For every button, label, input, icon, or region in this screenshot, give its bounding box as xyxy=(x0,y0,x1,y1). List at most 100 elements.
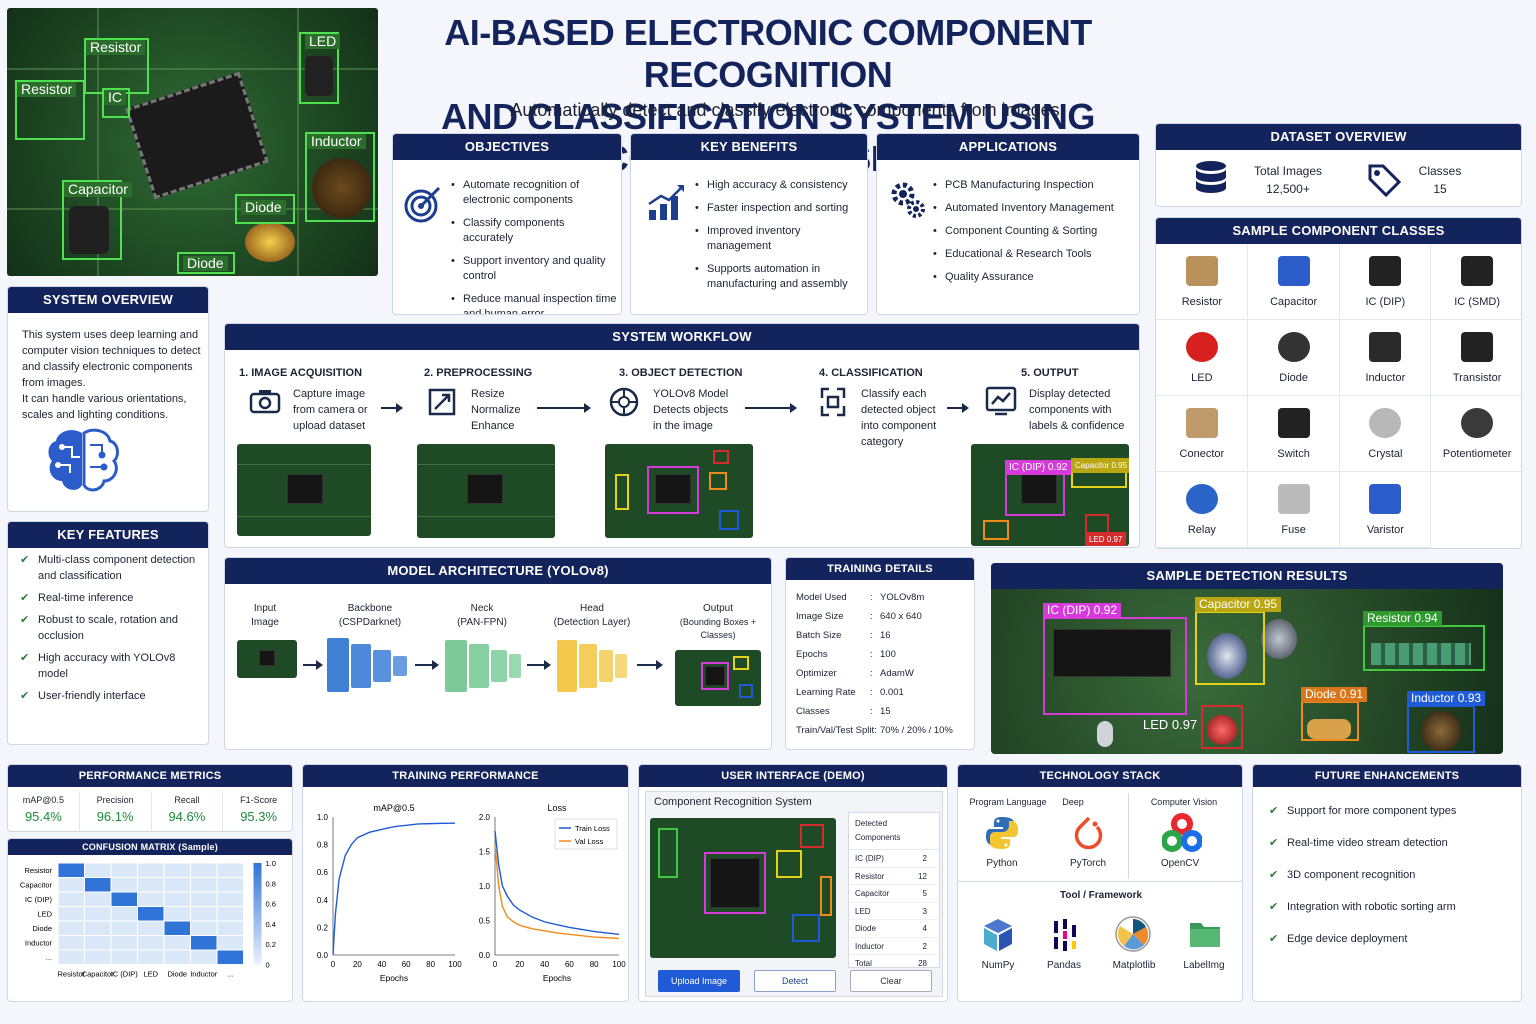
cm-scale-label: 1.0 xyxy=(266,859,276,868)
x-axis-label: Epochs xyxy=(380,973,408,983)
benefits-header: KEY BENEFITS xyxy=(631,134,867,160)
training-detail-sep: : xyxy=(870,687,873,698)
sample-class-label: Fuse xyxy=(1281,524,1306,536)
arch-stage-head: Head(Detection Layer) xyxy=(553,603,631,628)
workflow-step-1-title: 1. IMAGE ACQUISITION xyxy=(239,367,363,379)
detected-component-count: 3 xyxy=(922,906,927,916)
sample-class-label: Varistor xyxy=(1366,524,1404,536)
arch-arrow-1 xyxy=(303,660,323,670)
metric-value: 94.6% xyxy=(168,809,206,824)
list-item: Quality Assurance xyxy=(933,270,1137,285)
arch-stage-backbone: Backbone(CSPDarknet) xyxy=(338,603,402,628)
detect-box-diode: Diode 0.91 xyxy=(1301,687,1368,741)
tech-labelimg-label: LabelImg xyxy=(1183,960,1225,971)
component-varistor-icon xyxy=(1369,484,1402,514)
cm-cell xyxy=(84,891,112,907)
cm-cell xyxy=(110,906,138,922)
x-tick-label: 0 xyxy=(493,960,498,969)
chart-title: mAP@0.5 xyxy=(373,803,414,813)
sample-class-label: Inductor xyxy=(1365,372,1406,384)
workflow-image-1 xyxy=(237,444,371,536)
x-tick-label: 40 xyxy=(540,960,549,969)
clear-button[interactable]: Clear xyxy=(850,970,932,992)
arch-arrow-3 xyxy=(527,660,551,670)
applications-header: APPLICATIONS xyxy=(877,134,1139,160)
cm-cell xyxy=(137,906,165,922)
list-item: User-friendly interface xyxy=(18,688,206,704)
y-tick-label: 0.0 xyxy=(317,951,329,960)
workflow-step-1-desc: Capture image from camera or upload data… xyxy=(293,388,368,432)
series-line xyxy=(494,844,620,940)
cm-cell xyxy=(190,949,218,965)
sample-class-label: IC (DIP) xyxy=(1365,296,1406,308)
classify-icon xyxy=(820,387,846,417)
cm-col-label: Capacitor xyxy=(82,970,115,979)
sample-class-label: IC (SMD) xyxy=(1454,296,1501,308)
cm-cell xyxy=(137,862,165,878)
training-detail-value: 70% / 20% / 10% xyxy=(880,725,953,736)
python-icon xyxy=(986,817,1018,849)
hero-box-led: LED xyxy=(299,32,341,104)
total-images-value: 12,500+ xyxy=(1266,182,1310,196)
key-features-header: KEY FEATURES xyxy=(8,522,208,548)
sample-class-label: Crystal xyxy=(1368,448,1403,460)
cm-cell xyxy=(190,877,218,893)
detection-results-card: SAMPLE DETECTION RESULTS IC (DIP) 0.92 C… xyxy=(991,563,1503,754)
cm-cell xyxy=(163,906,191,922)
arch-arrow-2 xyxy=(415,660,439,670)
component-resistor-icon xyxy=(1185,256,1218,286)
component-switch-icon xyxy=(1277,408,1310,438)
hero-box-resistor-1: Resistor xyxy=(84,38,149,94)
sample-classes-header: SAMPLE COMPONENT CLASSES xyxy=(1156,218,1521,244)
opencv-icon xyxy=(1162,813,1202,852)
detected-component-name: IC (DIP) xyxy=(855,854,884,863)
arch-stage-neck: Neck(PAN-FPN) xyxy=(457,603,507,628)
sample-class-cell: IC (DIP) xyxy=(1339,244,1432,320)
x-tick-label: 60 xyxy=(565,960,574,969)
workflow-card: SYSTEM WORKFLOW 1. IMAGE ACQUISITION Cap… xyxy=(224,323,1140,548)
training-detail-sep: : xyxy=(870,649,873,660)
cm-col-label: Inductor xyxy=(190,970,218,979)
tag-icon xyxy=(1368,164,1402,198)
sample-class-cell: Crystal xyxy=(1339,396,1432,472)
arch-output-image xyxy=(675,650,761,706)
ui-demo-app-title: Component Recognition System xyxy=(654,796,812,808)
hero-box-inductor: Inductor xyxy=(305,132,375,222)
training-details-header: TRAINING DETAILS xyxy=(786,558,974,580)
training-detail-sep: : xyxy=(870,592,873,603)
detected-component-name: Resistor xyxy=(855,871,885,881)
cm-cell xyxy=(137,920,165,936)
metric-value: 95.4% xyxy=(24,809,62,824)
detected-component-count: 2 xyxy=(922,854,927,863)
system-overview-card: SYSTEM OVERVIEW This system uses deep le… xyxy=(7,286,209,512)
confusion-matrix-header: CONFUSION MATRIX (Sample) xyxy=(8,839,292,855)
training-detail-sep: : xyxy=(870,630,873,641)
cm-cell xyxy=(216,949,244,965)
cm-cell xyxy=(110,862,138,878)
cm-scale-label: 0.6 xyxy=(266,900,276,909)
cm-cell xyxy=(190,862,218,878)
cm-row-label: Capacitor xyxy=(20,881,53,890)
upload-image-button[interactable]: Upload Image xyxy=(658,970,740,992)
sample-class-cell: Switch xyxy=(1247,396,1340,472)
legend-label: Train Loss xyxy=(575,824,610,833)
component-fuse-icon xyxy=(1277,484,1310,514)
tech-opencv-label: OpenCV xyxy=(1160,858,1200,869)
detect-box-resistor: Resistor 0.94 xyxy=(1363,611,1485,671)
detect-button[interactable]: Detect xyxy=(754,970,836,992)
training-detail-key: Batch Size xyxy=(796,630,842,641)
training-detail-row: Batch Size:16 xyxy=(796,626,972,645)
x-tick-label: 80 xyxy=(426,960,435,969)
workflow-step-2-desc: Resize Normalize Enhance xyxy=(471,388,521,432)
detect-box-inductor: Inductor 0.93 xyxy=(1407,691,1486,753)
x-tick-label: 0 xyxy=(331,960,336,969)
architecture-header: MODEL ARCHITECTURE (YOLOv8) xyxy=(225,558,771,584)
hero-box-diode-2: Diode xyxy=(177,252,235,274)
training-detail-sep: : xyxy=(870,668,873,679)
cm-cell xyxy=(84,877,112,893)
component-transistor-icon xyxy=(1461,332,1494,362)
